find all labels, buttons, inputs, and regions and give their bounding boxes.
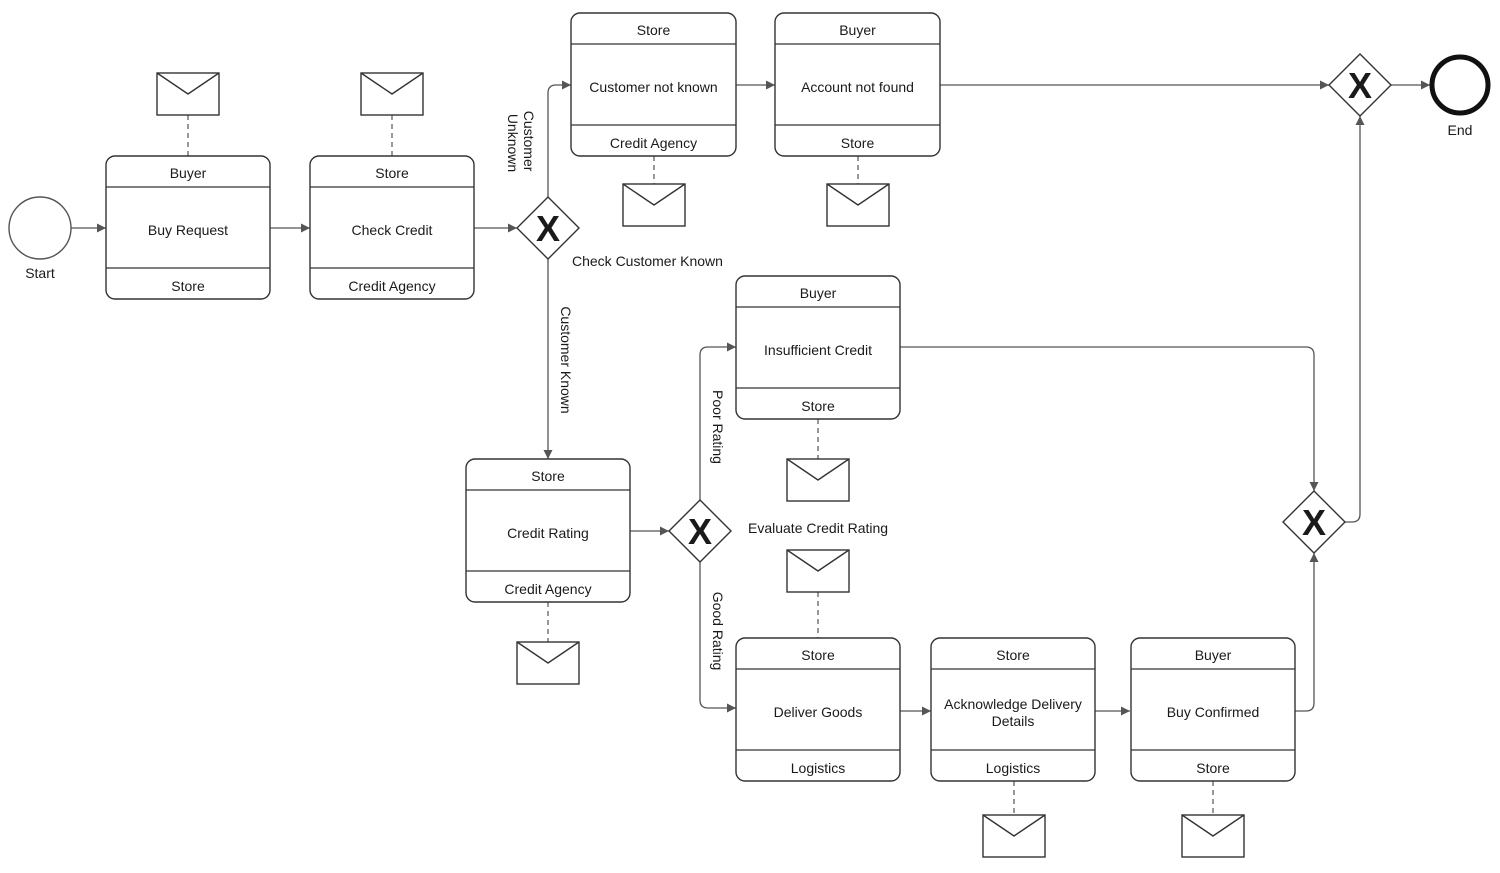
envelope-icon xyxy=(786,458,850,502)
flow-evaluate-to-deliver-goods xyxy=(699,562,736,713)
message-associations xyxy=(187,115,1214,815)
gateway-x-icon: X xyxy=(1348,65,1372,106)
end-label: End xyxy=(1448,122,1473,138)
task-top-participant: Store xyxy=(637,22,671,38)
task-title: Details xyxy=(992,713,1035,729)
message-envelopes xyxy=(156,72,1245,858)
task-title: Check Credit xyxy=(352,222,433,238)
task-credit-rating: Store Credit Rating Credit Agency xyxy=(465,458,631,603)
envelope-icon xyxy=(1181,814,1245,858)
flow-label-poor-rating: Poor Rating xyxy=(710,390,726,464)
flow-merge-lower-to-merge-end xyxy=(1345,116,1365,523)
flow-label-customer-unknown: Customer Unknown xyxy=(505,111,537,176)
gateway-merge-end: X xyxy=(1328,53,1392,117)
task-buy-request: Buyer Buy Request Store xyxy=(105,155,271,300)
gateway-x-icon: X xyxy=(688,511,712,552)
task-title: Insufficient Credit xyxy=(764,342,872,358)
flow-label-good-rating: Good Rating xyxy=(710,592,726,671)
task-check-credit: Store Check Credit Credit Agency xyxy=(309,155,475,300)
task-bottom-participant: Store xyxy=(1196,760,1230,776)
task-title: Credit Rating xyxy=(507,525,589,541)
gateway-label-evaluate-credit-rating: Evaluate Credit Rating xyxy=(748,520,888,536)
task-bottom-participant: Store xyxy=(801,398,835,414)
task-title: Deliver Goods xyxy=(774,704,863,720)
task-acknowledge-delivery-details: Store Acknowledge Delivery Details Logis… xyxy=(930,637,1096,782)
flow-label-customer-known: Customer Known xyxy=(558,306,574,413)
task-title: Account not found xyxy=(801,79,914,95)
task-buy-confirmed: Buyer Buy Confirmed Store xyxy=(1130,637,1296,782)
task-top-participant: Store xyxy=(996,647,1030,663)
start-label: Start xyxy=(25,265,55,281)
flow-insufficient-credit-to-merge-lower xyxy=(900,346,1319,491)
task-bottom-participant: Store xyxy=(841,135,875,151)
task-account-not-found: Buyer Account not found Store xyxy=(774,12,941,157)
task-top-participant: Buyer xyxy=(170,165,207,181)
task-title: Acknowledge Delivery xyxy=(944,696,1082,712)
task-title: Buy Confirmed xyxy=(1167,704,1260,720)
flow-label-line: Customer xyxy=(521,111,537,172)
sequence-flows xyxy=(71,80,1430,716)
envelope-icon xyxy=(982,814,1046,858)
envelope-icon xyxy=(826,183,890,227)
task-top-participant: Store xyxy=(801,647,835,663)
task-bottom-participant: Logistics xyxy=(986,760,1040,776)
task-bottom-participant: Credit Agency xyxy=(504,581,591,597)
gateway-evaluate-credit-rating: X xyxy=(668,499,732,563)
flow-evaluate-to-insufficient-credit xyxy=(699,342,736,500)
task-deliver-goods: Store Deliver Goods Logistics xyxy=(735,637,901,782)
gateway-label-check-customer-known: Check Customer Known xyxy=(572,253,723,269)
start-event: Start xyxy=(8,196,72,281)
flow-gateway-to-customer-not-known xyxy=(547,80,571,197)
gateway-check-customer-known: X xyxy=(516,196,580,260)
envelope-icon xyxy=(360,72,424,116)
flow-label-line: Unknown xyxy=(505,114,521,172)
task-title: Customer not known xyxy=(589,79,717,95)
task-top-participant: Buyer xyxy=(1195,647,1232,663)
flow-buy-confirmed-to-merge-lower xyxy=(1295,553,1319,712)
gateway-x-icon: X xyxy=(1302,502,1326,543)
task-customer-not-known: Store Customer not known Credit Agency xyxy=(570,12,737,157)
end-event: End xyxy=(1429,54,1491,138)
task-bottom-participant: Credit Agency xyxy=(610,135,697,151)
envelope-icon xyxy=(786,549,850,593)
task-bottom-participant: Logistics xyxy=(791,760,845,776)
envelope-icon xyxy=(156,72,220,116)
task-title: Buy Request xyxy=(148,222,228,238)
task-top-participant: Store xyxy=(531,468,565,484)
envelope-icon xyxy=(622,183,686,227)
task-top-participant: Store xyxy=(375,165,409,181)
gateway-x-icon: X xyxy=(536,208,560,249)
task-bottom-participant: Credit Agency xyxy=(348,278,435,294)
task-insufficient-credit: Buyer Insufficient Credit Store xyxy=(735,275,901,420)
task-top-participant: Buyer xyxy=(839,22,876,38)
task-top-participant: Buyer xyxy=(800,285,837,301)
envelope-icon xyxy=(516,641,580,685)
gateway-merge-lower: X xyxy=(1282,490,1346,554)
task-bottom-participant: Store xyxy=(171,278,205,294)
